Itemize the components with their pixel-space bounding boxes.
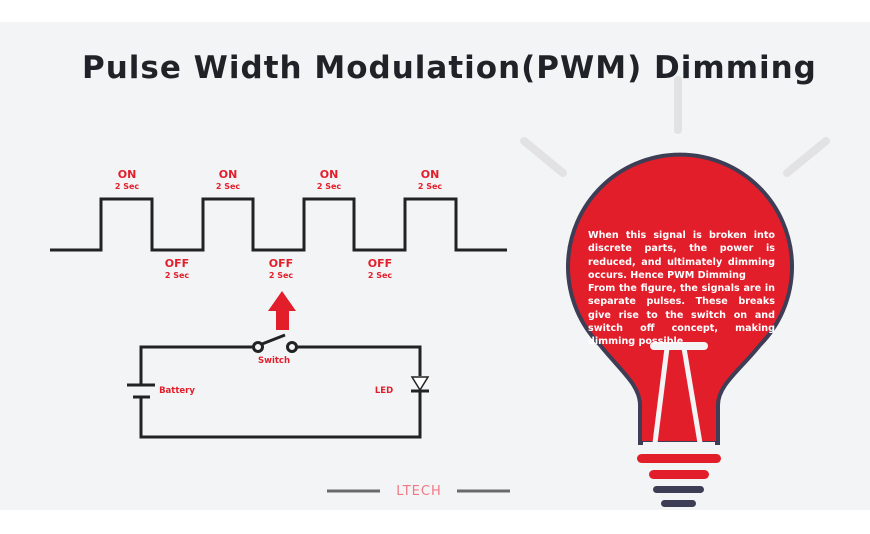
bulb-paragraph-2: From the figure, the signals are in sepa… — [588, 283, 775, 348]
switch-terminal — [252, 341, 264, 353]
ltech-logo: LTECH — [396, 484, 442, 499]
switch-label: Switch — [257, 356, 291, 366]
page-title: Pulse Width Modulation(PWM) Dimming — [82, 50, 817, 86]
arrow-up-icon — [268, 291, 296, 330]
off-label: OFF — [268, 257, 294, 270]
ray-left — [520, 137, 567, 177]
light-bulb — [566, 152, 794, 507]
ray-right — [783, 137, 830, 177]
led-diode-icon — [410, 376, 430, 392]
bulb-description: When this signal is broken into discrete… — [588, 229, 775, 349]
switch-lever — [261, 333, 286, 346]
off-duration: 2 Sec — [268, 271, 294, 280]
circuit — [127, 333, 430, 439]
wire-top-left — [139, 345, 253, 385]
off-duration: 2 Sec — [164, 271, 190, 280]
pwm-waveform — [50, 197, 507, 252]
off-duration: 2 Sec — [367, 271, 393, 280]
on-label: ON — [420, 168, 440, 181]
switch-terminal — [286, 341, 298, 353]
on-duration: 2 Sec — [417, 182, 443, 191]
off-label: OFF — [164, 257, 190, 270]
on-label: ON — [218, 168, 238, 181]
on-duration: 2 Sec — [114, 182, 140, 191]
light-rays — [520, 76, 830, 177]
on-duration: 2 Sec — [215, 182, 241, 191]
on-label: ON — [117, 168, 137, 181]
wire-bottom — [139, 392, 422, 439]
wire-top-right — [297, 345, 422, 376]
off-label: OFF — [367, 257, 393, 270]
on-label: ON — [319, 168, 339, 181]
on-duration: 2 Sec — [316, 182, 342, 191]
bulb-paragraph-1: When this signal is broken into discrete… — [588, 230, 775, 281]
battery-label: Battery — [159, 386, 195, 396]
led-label: LED — [374, 386, 394, 396]
